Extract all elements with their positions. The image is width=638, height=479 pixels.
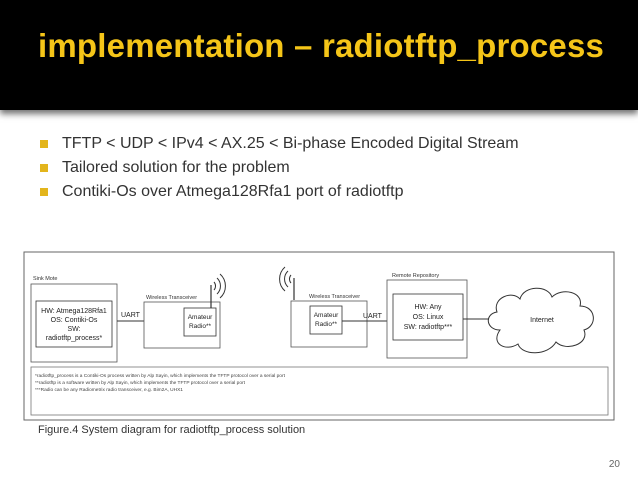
bullet-square-icon xyxy=(40,188,48,196)
remote-repo-label: Remote Repository xyxy=(392,273,439,279)
remote-repo-line: OS: Linux xyxy=(413,314,444,321)
remote-repo-box xyxy=(392,293,464,341)
left-radio-line: Radio** xyxy=(189,323,212,330)
uart-left-label: UART xyxy=(121,312,141,319)
antenna-left-icon xyxy=(210,273,226,308)
sink-mote-box xyxy=(35,300,113,348)
bullet-list: TFTP < UDP < IPv4 < AX.25 < Bi-phase Enc… xyxy=(40,132,519,204)
footnote-line: **radiotftp is a software written by Alp… xyxy=(35,380,246,386)
bullet-text: TFTP < UDP < IPv4 < AX.25 < Bi-phase Enc… xyxy=(62,135,519,152)
left-radio-line: Amateur xyxy=(188,314,213,321)
right-radio-box xyxy=(309,305,343,335)
sink-mote-line: OS: Contiki-Os xyxy=(51,317,98,324)
remote-repo-line: SW: radiotftp*** xyxy=(404,324,453,331)
left-radio-box xyxy=(183,307,217,337)
footnote-line: ***Radio can be any Radiometrix radio tr… xyxy=(35,387,183,393)
bullet-item: TFTP < UDP < IPv4 < AX.25 < Bi-phase Enc… xyxy=(40,132,519,156)
bullet-item: Tailored solution for the problem xyxy=(40,156,519,180)
sink-mote-line: SW: xyxy=(67,326,80,333)
right-transceiver-label: Wireless Transceiver xyxy=(309,294,360,300)
title-bar: implementation – radiotftp_process xyxy=(0,0,638,110)
page-number: 20 xyxy=(608,459,620,470)
figure-caption: Figure.4 System diagram for radiotftp_pr… xyxy=(38,424,306,436)
bullet-text: Contiki-Os over Atmega128Rfa1 port of ra… xyxy=(62,183,404,200)
footnotes-box xyxy=(30,366,609,416)
bullet-text: Tailored solution for the problem xyxy=(62,159,290,176)
sink-mote-line: radiotftp_process* xyxy=(46,335,103,342)
right-radio-line: Radio** xyxy=(315,321,338,328)
sink-mote-line: HW: Atmega128Rfa1 xyxy=(41,308,107,315)
bullet-item: Contiki-Os over Atmega128Rfa1 port of ra… xyxy=(40,180,519,204)
uart-right-label: UART xyxy=(363,313,383,320)
sink-mote-label: Sink Mote xyxy=(33,276,57,282)
remote-repo-line: HW: Any xyxy=(414,304,442,311)
right-radio-line: Amateur xyxy=(314,312,339,319)
antenna-right-icon xyxy=(279,266,295,300)
internet-cloud-icon xyxy=(487,287,594,354)
footnote-line: *radiotftp_process is a Contiki-Os proce… xyxy=(35,373,286,379)
slide-title: implementation – radiotftp_process xyxy=(38,27,605,64)
internet-label: Internet xyxy=(530,317,554,324)
bullet-square-icon xyxy=(40,140,48,148)
left-transceiver-label: Wireless Transceiver xyxy=(146,295,197,301)
bullet-square-icon xyxy=(40,164,48,172)
